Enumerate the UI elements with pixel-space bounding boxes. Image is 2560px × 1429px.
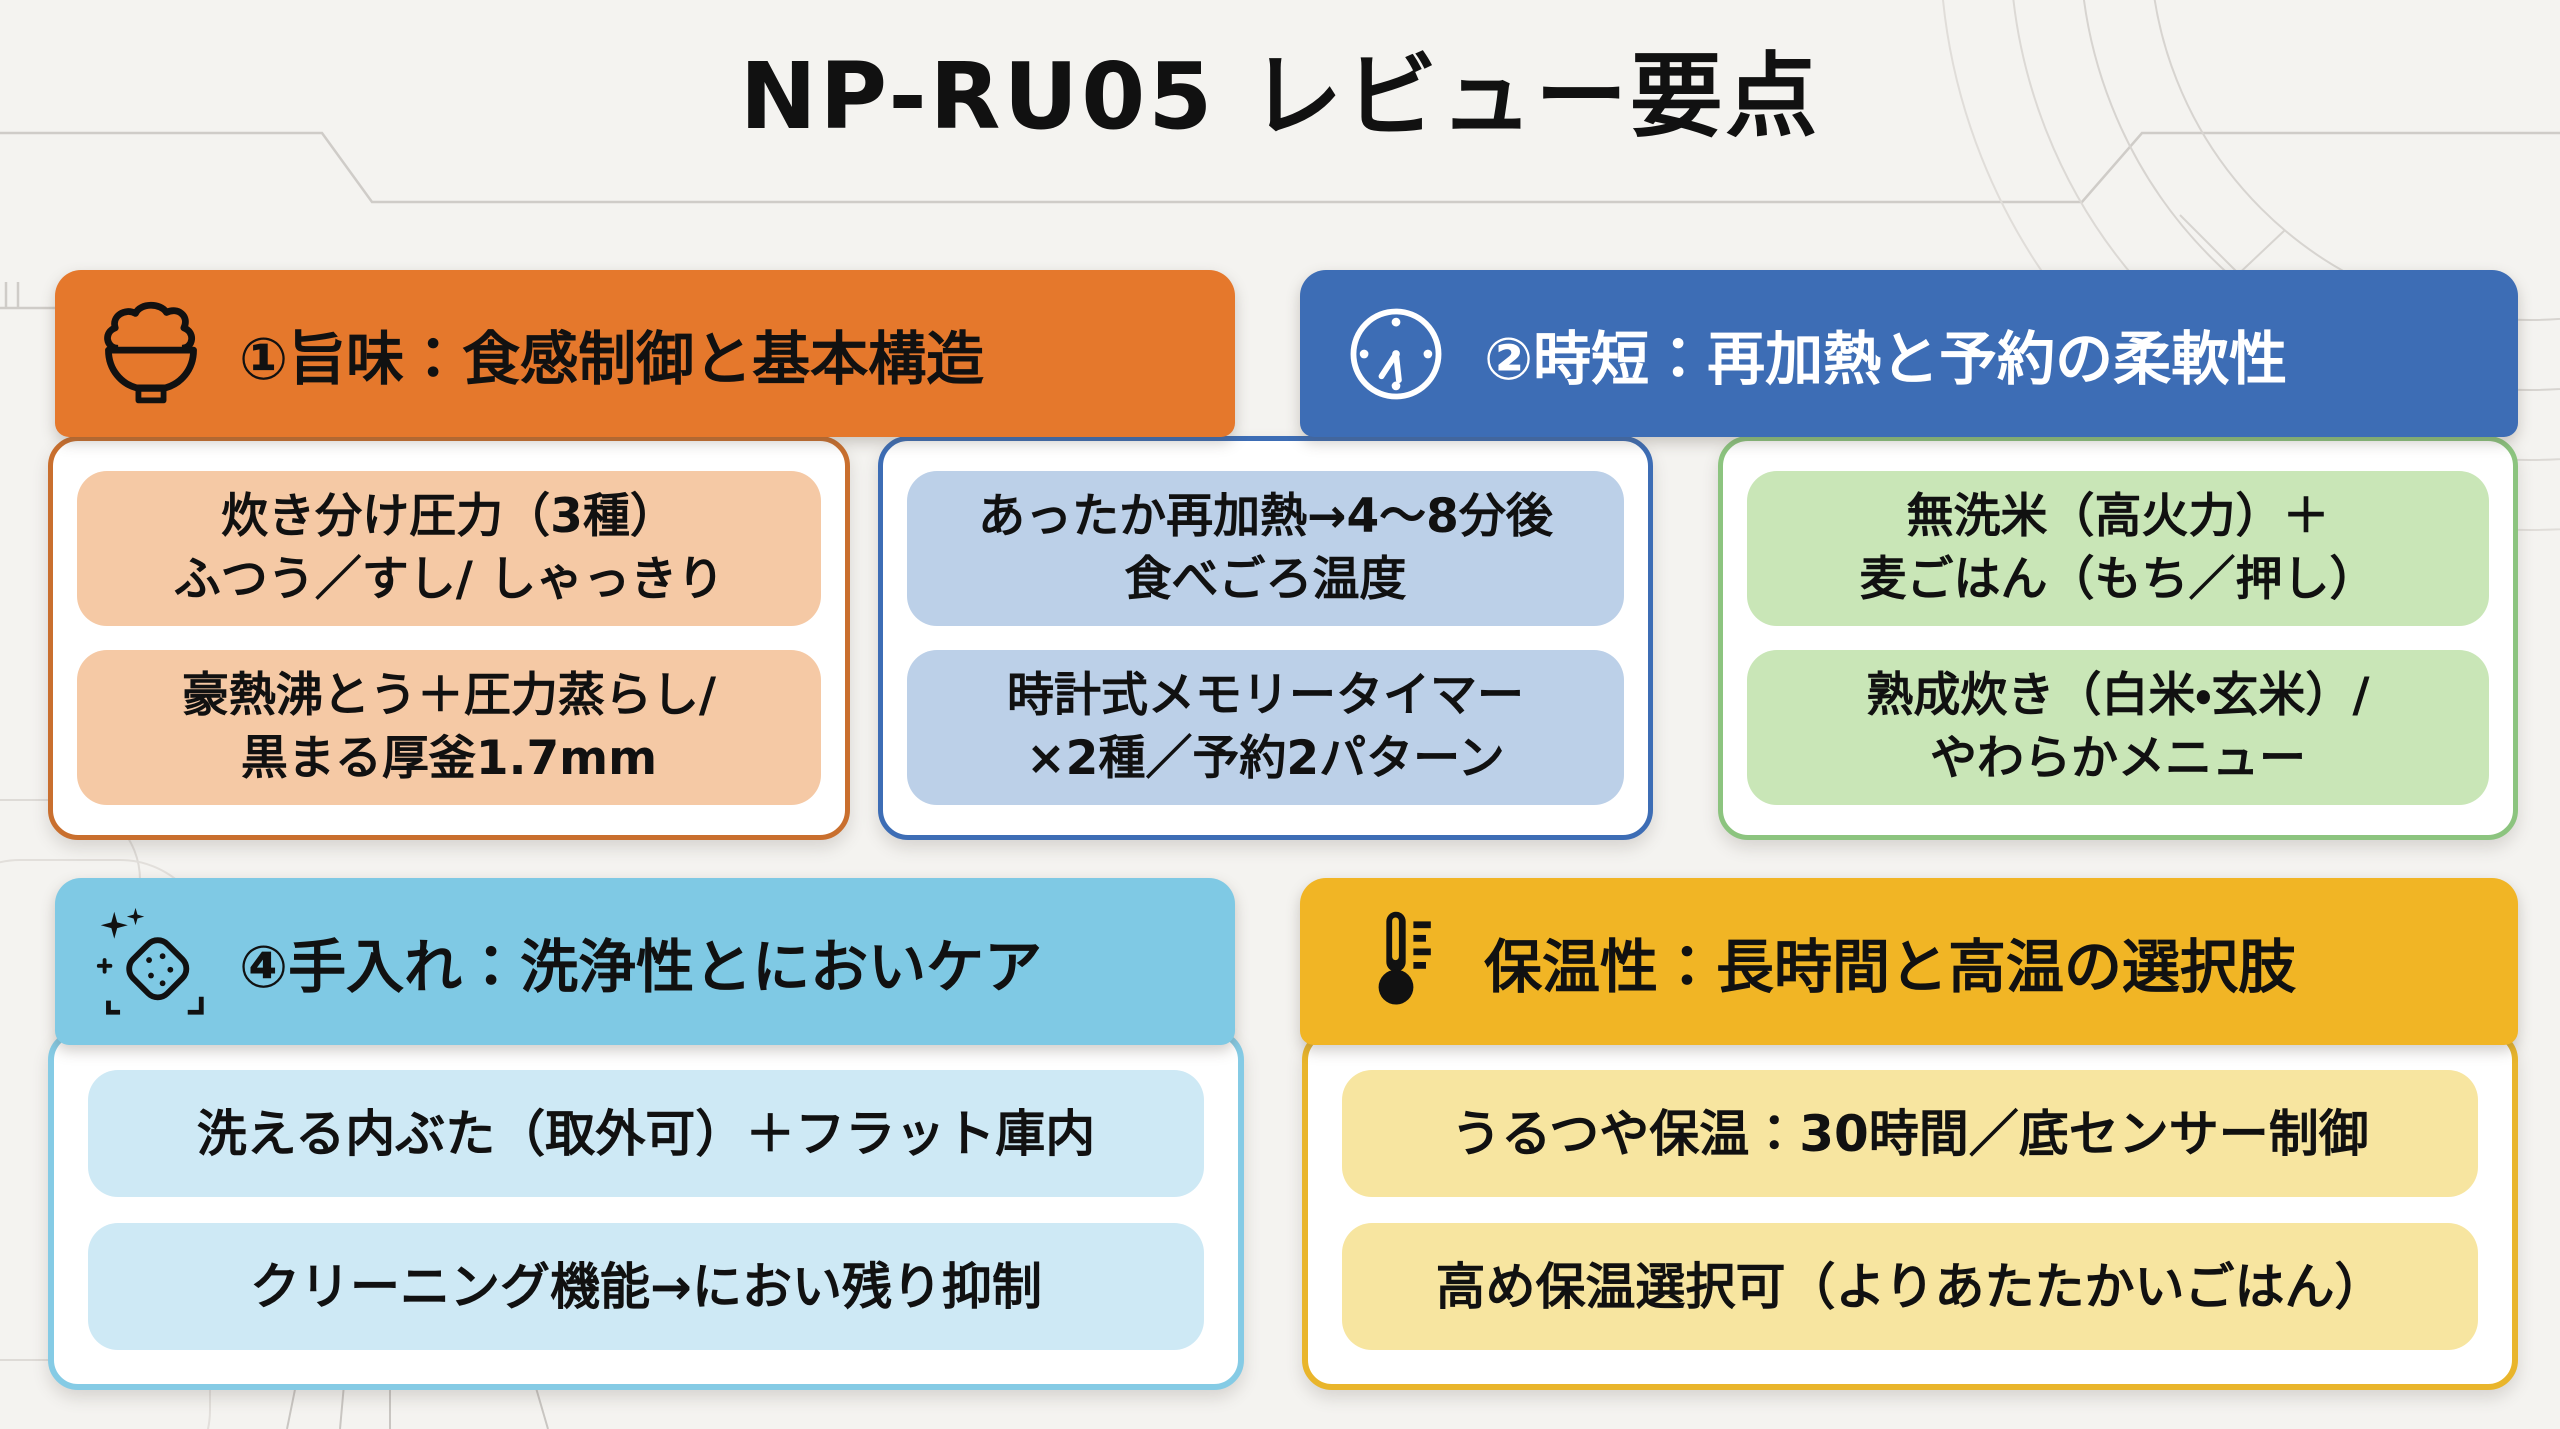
feature-text-line: 食べごろ温度 — [1124, 551, 1407, 607]
feature-text-line: クリーニング機能→におい残り抑制 — [250, 1257, 1042, 1316]
feature-text-line: あったか再加熱→4〜8分後 — [978, 489, 1553, 545]
panel-care-items: 洗える内ぶた（取外可）＋フラット庫内 クリーニング機能→におい残り抑制 — [48, 1030, 1244, 1390]
page-title: NP-RU05 レビュー要点 — [739, 43, 1821, 150]
section-header-warm-label: 保温性：長時間と高温の選択肢 — [1484, 932, 2297, 1001]
thermometer-icon — [1338, 904, 1454, 1020]
section-header-taste: ①旨味：食感制御と基本構造 — [55, 270, 1235, 437]
feature-text-line: 洗える内ぶた（取外可）＋フラット庫内 — [196, 1104, 1096, 1163]
feature-text-line: うるつや保温：30時間／底センサー制御 — [1451, 1104, 2369, 1163]
clock-icon — [1338, 296, 1454, 412]
section-header-care-label: ④手入れ：洗浄性とにおいケア — [239, 932, 1043, 1001]
feature-pill: あったか再加熱→4〜8分後 食べごろ温度 — [907, 471, 1624, 626]
feature-text-line: やわらかメニュー — [1930, 730, 2306, 786]
feature-pill: うるつや保温：30時間／底センサー制御 — [1342, 1070, 2478, 1197]
feature-text-line: 麦ごはん（もち／押し） — [1859, 551, 2377, 607]
section-header-care: ④手入れ：洗浄性とにおいケア — [55, 878, 1235, 1045]
section-header-speed-label: ②時短：再加熱と予約の柔軟性 — [1484, 324, 2288, 393]
feature-text-line: 黒まる厚釜1.7mm — [240, 730, 658, 786]
feature-text-line: 熟成炊き（白米・玄米）/ — [1866, 668, 2370, 724]
feature-pill: 時計式メモリータイマー ×2種／予約2パターン — [907, 650, 1624, 805]
feature-pill: クリーニング機能→におい残り抑制 — [88, 1223, 1204, 1350]
section-header-warm: 保温性：長時間と高温の選択肢 — [1300, 878, 2518, 1045]
rice-bowl-icon — [93, 296, 209, 412]
feature-text-line: 時計式メモリータイマー — [1007, 668, 1524, 724]
panel-warm-items: うるつや保温：30時間／底センサー制御 高め保温選択可（よりあたたかいごはん） — [1302, 1030, 2518, 1390]
feature-text-line: 豪熱沸とう＋圧力蒸らし/ — [181, 668, 717, 724]
section-header-speed: ②時短：再加熱と予約の柔軟性 — [1300, 270, 2518, 437]
feature-pill: 洗える内ぶた（取外可）＋フラット庫内 — [88, 1070, 1204, 1197]
feature-pill: 炊き分け圧力（3種） ふつう／すし/ しゃっきり — [77, 471, 821, 626]
section-header-taste-label: ①旨味：食感制御と基本構造 — [239, 324, 985, 393]
feature-pill: 豪熱沸とう＋圧力蒸らし/ 黒まる厚釜1.7mm — [77, 650, 821, 805]
feature-pill: 無洗米（高火力）＋ 麦ごはん（もち／押し） — [1747, 471, 2489, 626]
sponge-sparkle-icon — [93, 904, 209, 1020]
feature-text-line: 無洗米（高火力）＋ — [1906, 489, 2330, 545]
panel-speed-items: あったか再加熱→4〜8分後 食べごろ温度 時計式メモリータイマー ×2種／予約2… — [878, 436, 1653, 840]
feature-text-line: 炊き分け圧力（3種） — [221, 489, 677, 545]
feature-text-line: ふつう／すし/ しゃっきり — [173, 551, 725, 607]
panel-grain-items: 無洗米（高火力）＋ 麦ごはん（もち／押し） 熟成炊き（白米・玄米）/ やわらかメ… — [1718, 436, 2518, 840]
feature-pill: 熟成炊き（白米・玄米）/ やわらかメニュー — [1747, 650, 2489, 805]
panel-taste-items: 炊き分け圧力（3種） ふつう／すし/ しゃっきり 豪熱沸とう＋圧力蒸らし/ 黒ま… — [48, 436, 850, 840]
feature-pill: 高め保温選択可（よりあたたかいごはん） — [1342, 1223, 2478, 1350]
feature-text-line: ×2種／予約2パターン — [1026, 730, 1505, 786]
feature-text-line: 高め保温選択可（よりあたたかいごはん） — [1435, 1257, 2385, 1316]
